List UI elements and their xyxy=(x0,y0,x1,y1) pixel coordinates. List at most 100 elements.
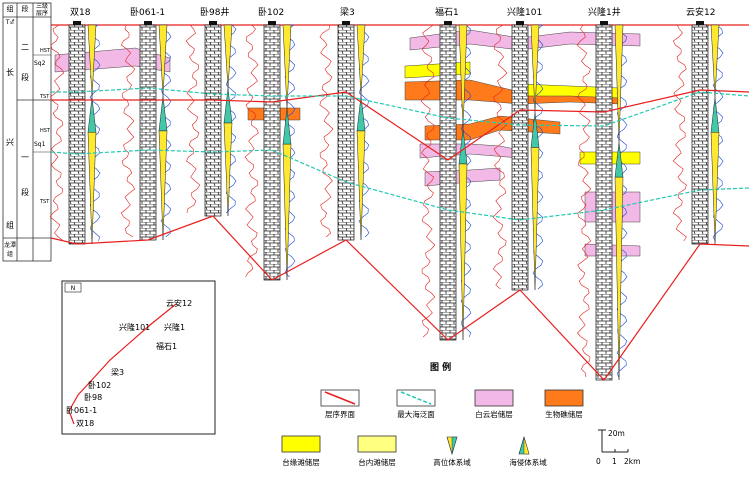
max-flood-lower xyxy=(50,149,749,221)
legend-tst-icon xyxy=(518,435,530,455)
hst-triangle-lower xyxy=(710,132,720,245)
sequence-boundary-base xyxy=(50,215,749,381)
legend-swatch-margin-shoal xyxy=(281,435,321,453)
lithology-column xyxy=(595,24,613,381)
log-curve-red xyxy=(672,24,687,242)
tst-triangle xyxy=(356,95,366,132)
legend-label-dolomite: 白云岩储层 xyxy=(475,409,513,419)
log-curve-blue xyxy=(532,24,544,290)
well-top-marker xyxy=(209,21,217,25)
max-flood-upper xyxy=(51,87,749,127)
tst-triangle xyxy=(158,95,168,132)
member1-char-1: 一 xyxy=(21,153,29,162)
header-duan: 段 xyxy=(22,4,29,13)
legend-label-inner-shoal: 台内滩储层 xyxy=(358,457,396,467)
well-title-1: 卧061-1 xyxy=(130,6,165,18)
well-column-3 xyxy=(244,21,296,281)
well-column-4 xyxy=(319,21,370,241)
log-curve-red xyxy=(576,24,592,378)
scale-bar: 20m 0 1 2km xyxy=(596,429,640,466)
log-curve-red xyxy=(185,24,201,214)
hst-triangle-lower xyxy=(614,176,624,381)
hst-triangle-lower xyxy=(223,122,233,217)
well-top-marker xyxy=(268,21,276,25)
legend-label-flood: 最大海泛面 xyxy=(397,409,435,419)
lithology-column xyxy=(139,24,157,241)
hst-triangle-lower xyxy=(87,132,97,245)
sequence-boundary-mid xyxy=(51,89,749,161)
lithology-column xyxy=(337,24,355,241)
map-label-wo98: 卧98 xyxy=(84,393,102,402)
scale-h0: 0 xyxy=(596,457,601,466)
inset-location-map: N 云安12 兴隆101 兴隆1 福石1 梁3 卧102 卧98 卧061-1 … xyxy=(61,280,216,435)
group-longtan-2: 组 xyxy=(7,250,13,258)
log-curve-red xyxy=(244,24,259,278)
well-title-3: 卧102 xyxy=(258,6,284,18)
member2-char-1: 二 xyxy=(21,43,29,52)
header-cengxu: 层序 xyxy=(36,9,48,17)
scale-h1: 1 xyxy=(612,457,617,466)
legend: 图 例 层序界面 最大海泛面 白云岩储层 生物礁储层 台缘滩储层 台内滩储层 高… xyxy=(281,361,584,467)
legend-label-reef: 生物礁储层 xyxy=(545,409,583,419)
row-top-t3f: T₃f xyxy=(5,19,15,26)
tst-triangle xyxy=(223,88,233,124)
well-column-2 xyxy=(185,21,237,217)
north-arrow-icon: N xyxy=(71,285,76,292)
hst-triangle xyxy=(356,24,366,96)
tract-tst-2: TST xyxy=(39,199,50,205)
legend-label-hst: 高位体系域 xyxy=(433,457,471,467)
group-longtan-1: 龙潭 xyxy=(4,241,16,249)
log-curve-blue xyxy=(225,24,237,214)
well-title-5: 福石1 xyxy=(435,6,459,18)
well-top-marker xyxy=(516,21,524,25)
well-title-2: 卧98井 xyxy=(200,6,229,18)
hst-triangle xyxy=(614,24,624,143)
log-curve-blue xyxy=(460,24,472,338)
map-label-wo061: 卧061-1 xyxy=(66,406,97,415)
scale-h2: 2km xyxy=(624,457,640,466)
member2-char-2: 段 xyxy=(21,72,29,82)
lithology-column xyxy=(691,24,709,245)
legend-swatch-inner-shoal xyxy=(357,435,397,453)
correlation-lines xyxy=(50,87,749,381)
lithology-column xyxy=(263,24,281,281)
well-column-0 xyxy=(49,21,101,245)
tract-hst-1: HST xyxy=(40,48,51,54)
well-title-0: 双18 xyxy=(70,7,91,18)
legend-label-tst: 海侵体系域 xyxy=(509,457,547,467)
reservoir-band-2 xyxy=(404,61,471,79)
group-char-3: 组 xyxy=(6,220,14,230)
hst-triangle xyxy=(282,24,292,110)
lithology-column xyxy=(439,24,457,341)
header-sanji: 三级 xyxy=(36,2,48,10)
log-curve-blue xyxy=(284,24,296,278)
legend-hst-icon xyxy=(446,436,458,456)
lithology-column xyxy=(511,24,529,291)
well-title-4: 梁3 xyxy=(340,6,355,18)
lithology-column xyxy=(204,24,222,217)
hst-triangle-lower xyxy=(158,130,168,241)
seq1-label: Sq1 xyxy=(34,141,46,148)
well-top-marker xyxy=(600,21,608,25)
hst-triangle xyxy=(458,24,468,129)
hst-triangle xyxy=(158,24,168,96)
reservoir-band-11 xyxy=(584,243,641,257)
legend-label-margin-shoal: 台缘滩储层 xyxy=(282,457,320,467)
well-column-1 xyxy=(120,21,172,241)
lithology-column xyxy=(68,24,86,245)
map-label-shuang18: 双18 xyxy=(76,419,94,428)
hst-triangle xyxy=(530,24,540,113)
map-label-wo102: 卧102 xyxy=(88,381,111,390)
hst-triangle-lower xyxy=(282,143,292,281)
well-top-marker xyxy=(342,21,350,25)
group-char-1: 长 xyxy=(6,67,14,77)
member1-char-2: 段 xyxy=(21,187,29,197)
well-title-8: 云安12 xyxy=(686,6,715,18)
well-top-marker xyxy=(696,21,704,25)
legend-title: 图 例 xyxy=(430,361,451,373)
seq2-label: Sq2 xyxy=(34,60,46,67)
log-curve-red xyxy=(420,24,436,338)
tract-tst-1: TST xyxy=(39,94,50,100)
